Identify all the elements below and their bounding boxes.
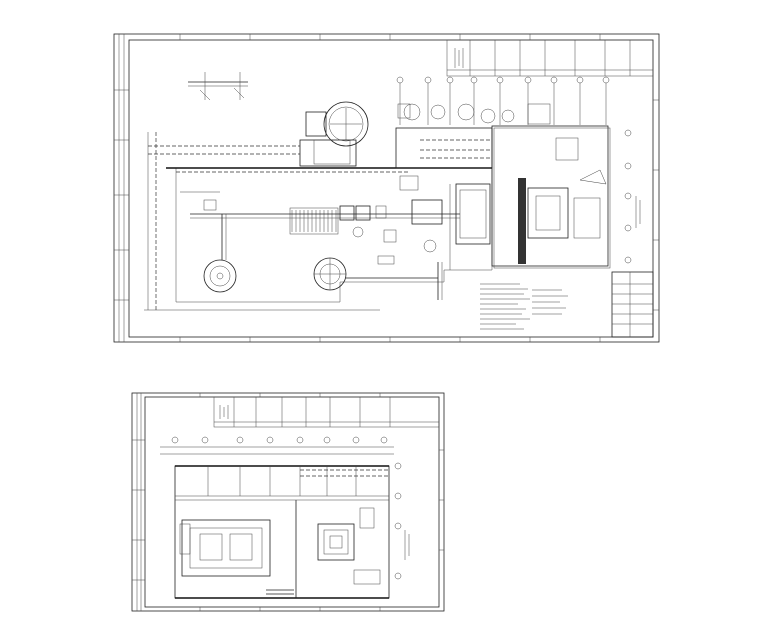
sheet-2-binding-strip [132,393,145,611]
sheet-main-process-plan [113,33,660,343]
sheet-1-section-detail [188,72,248,101]
sheet-1-silos [180,184,451,300]
sheet-1-title-block [611,271,654,338]
sheet-1-revision-table [446,39,654,77]
sheet-1-border-ticks [179,34,659,342]
sheet-2-revision-table [213,396,440,428]
sheet-secondary-building-plan [131,392,445,612]
sheet-1-grid-bubbles [396,76,632,264]
sheet-1-inner-frame [128,39,654,338]
sheet-1-equipment [190,137,607,265]
sheet-1-main-building [144,125,611,311]
sheet-2-building-plan [174,465,410,599]
sheet-2-outer-border [131,392,445,612]
sheet-2-grid-bubbles [160,436,402,580]
sheet-1-general-notes [480,196,641,330]
sheet-1-binding-strip [114,34,129,342]
sheet-2-border-ticks [199,393,444,611]
sheet-1-storage-tanks [305,101,551,147]
sheet-1-outer-border [113,33,660,343]
